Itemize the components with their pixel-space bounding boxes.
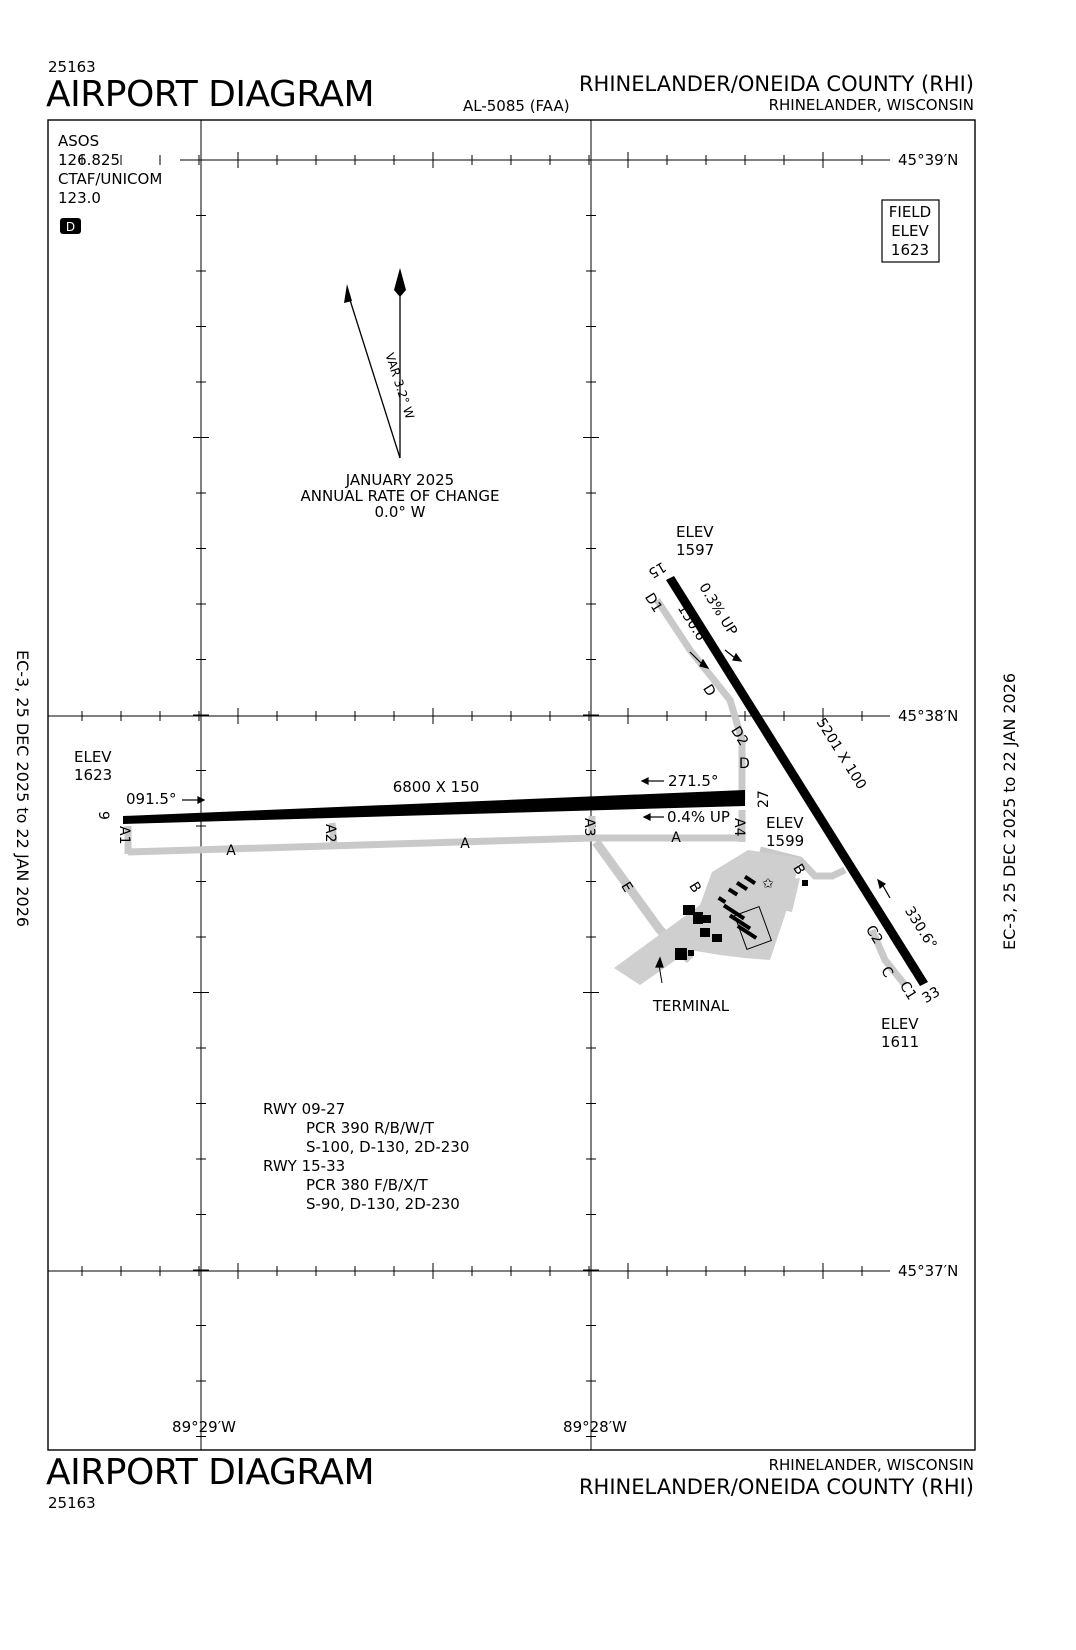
- svg-text:RWY 15-33: RWY 15-33: [263, 1157, 345, 1175]
- svg-text:ELEV: ELEV: [891, 222, 929, 240]
- longitude-labels: 89°29′W 89°28′W: [172, 1418, 627, 1436]
- title-bottom: AIRPORT DIAGRAM: [46, 1452, 375, 1493]
- taxiway-labels: A A A A1 A2 A3 A4 E B B D D D1 D2 C C2 C…: [116, 590, 920, 1003]
- annual-rate-value: 0.0° W: [375, 503, 426, 521]
- field-elevation-box: FIELD ELEV 1623: [881, 199, 940, 263]
- rwy15-end-label: 15: [645, 558, 668, 581]
- lat-long-grid: [48, 120, 890, 1450]
- svg-text:A4: A4: [731, 818, 747, 837]
- rwy09-elev-label: ELEV: [74, 748, 112, 766]
- svg-text:A3: A3: [581, 818, 597, 836]
- title-top: AIRPORT DIAGRAM: [46, 74, 375, 115]
- rwy33-elev-value: 1611: [881, 1033, 919, 1051]
- diagram-frame: [47, 119, 976, 1451]
- svg-text:45°37′N: 45°37′N: [898, 1262, 958, 1280]
- hangar-outline: [733, 905, 773, 951]
- asos-frequency: 126.825: [58, 151, 120, 169]
- buildings: [675, 875, 808, 960]
- magnetic-date: JANUARY 2025: [345, 471, 454, 489]
- north-arrow-magnetic: [344, 284, 401, 459]
- svg-text:A: A: [226, 843, 236, 859]
- rwy27-end-label: 27: [756, 790, 772, 808]
- rwy27-heading: 271.5°: [668, 772, 718, 790]
- svg-text:FIELD: FIELD: [889, 203, 931, 221]
- rwy27-elev-value: 1599: [766, 832, 804, 850]
- svg-text:C: C: [877, 964, 896, 981]
- annual-rate-label: ANNUAL RATE OF CHANGE: [301, 487, 500, 505]
- rwy33-end-label: 33: [920, 984, 943, 1007]
- procedure-number-top: 25163: [48, 58, 96, 76]
- svg-text:D: D: [739, 756, 750, 772]
- procedure-number-bottom: 25163: [48, 1494, 96, 1512]
- ctaf-frequency: 123.0: [58, 189, 101, 207]
- rwy09-27-dimensions: 6800 X 150: [393, 778, 480, 796]
- svg-text:45°38′N: 45°38′N: [898, 707, 958, 725]
- svg-text:89°29′W: 89°29′W: [172, 1418, 236, 1436]
- svg-text:S-90, D-130, 2D-230: S-90, D-130, 2D-230: [306, 1195, 460, 1213]
- asos-label: ASOS: [58, 132, 99, 150]
- svg-text:C2: C2: [862, 923, 885, 947]
- svg-text:A1: A1: [116, 826, 132, 844]
- svg-text:PCR 390 R/B/W/T: PCR 390 R/B/W/T: [306, 1119, 435, 1137]
- rwy09-elev-value: 1623: [74, 766, 112, 784]
- rwy15-elev-label: ELEV: [676, 523, 714, 541]
- heading-arrows: [182, 649, 891, 984]
- rwy15-elev-value: 1597: [676, 541, 714, 559]
- rwy33-heading: 330.6°: [901, 904, 940, 952]
- apron-east: [772, 878, 800, 912]
- chart-id: AL-5085 (FAA): [463, 97, 570, 115]
- latitude-labels: 45°39′N 45°38′N 45°37′N: [898, 151, 958, 1280]
- terminal-label: TERMINAL: [652, 997, 730, 1015]
- rwy15-heading: 150.6°: [674, 601, 713, 649]
- svg-text:RWY 09-27: RWY 09-27: [263, 1100, 345, 1118]
- svg-text:PCR 380 F/B/X/T: PCR 380 F/B/X/T: [306, 1176, 428, 1194]
- north-arrow-true: [394, 268, 406, 458]
- svg-text:A2: A2: [322, 824, 338, 842]
- rwy15-33-dimensions: 5201 X 100: [813, 715, 869, 792]
- d-atis-badge: [60, 218, 81, 234]
- taxiways: [124, 598, 908, 988]
- svg-text:A: A: [460, 836, 470, 852]
- runway-15-33: [666, 576, 928, 986]
- rwy09-end-label: 9: [95, 811, 111, 820]
- pcr-notes: RWY 09-27 PCR 390 R/B/W/T S-100, D-130, …: [263, 1100, 469, 1213]
- svg-text:89°28′W: 89°28′W: [563, 1418, 627, 1436]
- rwy33-elev-label: ELEV: [881, 1015, 919, 1033]
- airport-name-bottom: RHINELANDER/ONEIDA COUNTY (RHI): [578, 1475, 974, 1499]
- ctaf-label: CTAF/UNICOM: [58, 170, 162, 188]
- runway-09-27: [123, 790, 745, 824]
- svg-text:1623: 1623: [891, 241, 929, 259]
- rwy09-heading: 091.5°: [126, 790, 176, 808]
- city-state-bottom: RHINELANDER, WISCONSIN: [768, 1456, 974, 1474]
- rwy27-elev-label: ELEV: [766, 814, 804, 832]
- city-state-top: RHINELANDER, WISCONSIN: [768, 96, 974, 114]
- svg-text:B: B: [685, 879, 704, 896]
- comms-block: ASOS 126.825 CTAF/UNICOM 123.0 D: [58, 132, 162, 234]
- svg-text:A: A: [671, 830, 681, 846]
- svg-text:45°39′N: 45°39′N: [898, 151, 958, 169]
- svg-text:S-100, D-130, 2D-230: S-100, D-130, 2D-230: [306, 1138, 469, 1156]
- beacon-icon: ✩: [762, 876, 774, 892]
- svg-text:D2: D2: [727, 724, 751, 749]
- d-atis-badge-text: D: [66, 220, 75, 234]
- rwy27-gradient: 0.4% UP: [667, 808, 730, 826]
- airport-name-top: RHINELANDER/ONEIDA COUNTY (RHI): [578, 72, 974, 96]
